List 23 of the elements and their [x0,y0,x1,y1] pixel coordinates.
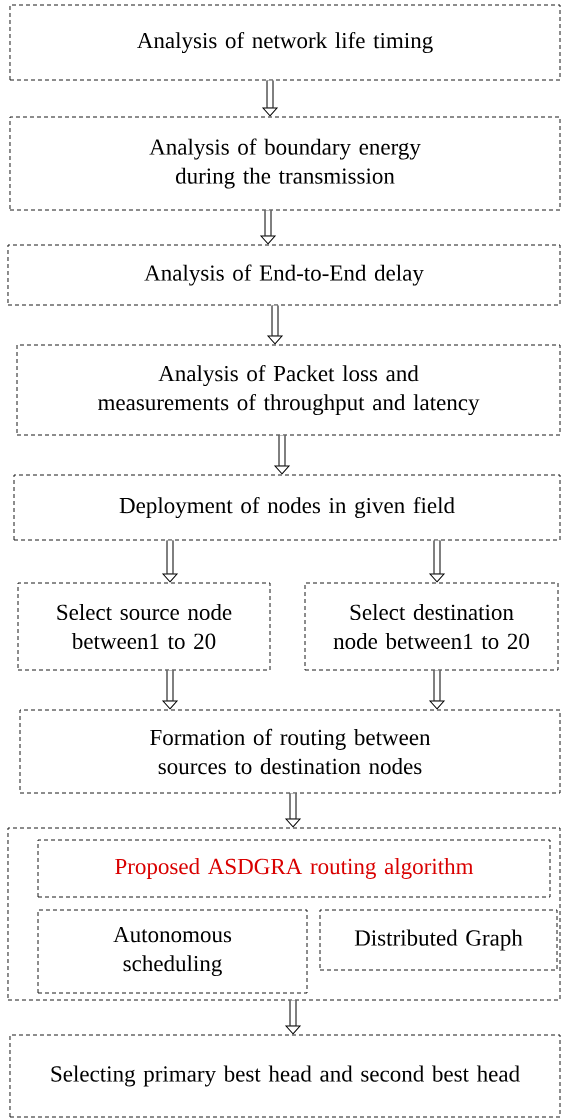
process-box: Selecting primary best head and second best head [9,1034,561,1118]
process-box: Analysis of Packet loss and measurements of throughput and latency [16,344,561,436]
arrow [162,540,178,583]
process-box: Analysis of boundary energy during the transmission [9,116,561,211]
process-box: Analysis of End-to-End delay [7,244,561,306]
process-box: Deployment of nodes in given field [13,474,561,541]
arrow [274,435,290,475]
arrow [285,1000,301,1035]
arrow [162,670,178,710]
process-box: Select destination node between1 to 20 [304,582,559,671]
process-box: Formation of routing between sources to destination nodes [19,709,561,794]
arrow [429,670,445,710]
arrow [262,80,278,117]
highlight-box: Proposed ASDGRA routing algorithm [37,839,551,898]
group-box [7,827,561,1001]
arrow [429,540,445,583]
process-box: Autonomous scheduling [37,909,308,994]
arrow [260,210,276,245]
process-box: Distributed Graph [319,909,558,971]
process-box: Select source node between1 to 20 [17,582,271,671]
arrow [267,305,283,345]
arrow [285,793,301,828]
process-box: Analysis of network life timing [9,4,561,81]
